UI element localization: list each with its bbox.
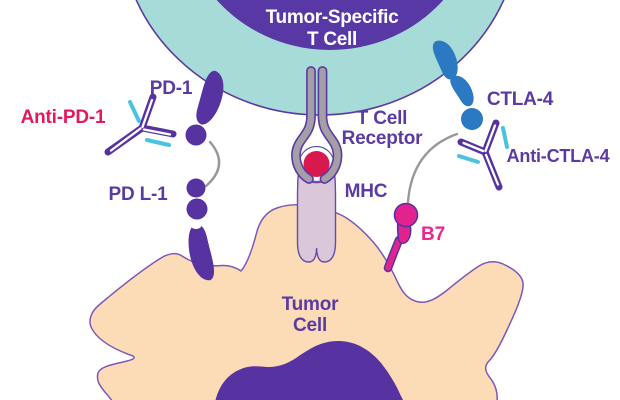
pdl1-ligand-icon <box>181 178 220 284</box>
anti-ctla4-antibody-icon <box>457 119 509 191</box>
ctla4-receptor-icon <box>427 36 483 130</box>
interaction-arc-right <box>406 132 459 204</box>
ctla4-label: CTLA-4 <box>486 89 554 110</box>
pdl1-label: PD L-1 <box>108 184 168 205</box>
tumor-cell-nucleus <box>215 340 403 400</box>
t-cell-title: Tumor-Specific T Cell <box>266 7 399 51</box>
tcr-label: T Cell Receptor <box>342 109 423 149</box>
anti-ctla4-label: Anti-CTLA-4 <box>506 146 610 166</box>
pd1-label: PD-1 <box>149 78 193 99</box>
t-cell-title-line2: T Cell <box>307 29 357 50</box>
t-cell-title-line1: Tumor-Specific <box>265 7 399 28</box>
tumor-cell-label-line2: Cell <box>292 315 328 336</box>
tcr-label-line1: T Cell <box>356 108 408 129</box>
b7-label: B7 <box>421 224 445 245</box>
tumor-cell-label-line1: Tumor <box>281 294 339 315</box>
mhc-icon <box>296 145 337 263</box>
tumor-cell-label: Tumor Cell <box>282 294 339 336</box>
tcr-icon <box>291 66 343 184</box>
interaction-arc-left <box>204 140 221 188</box>
t-cell-nucleus <box>216 0 444 50</box>
t-cell-body <box>135 0 505 116</box>
anti-pd1-antibody-icon <box>104 93 177 156</box>
b7-ligand-icon <box>383 202 419 273</box>
tcr-label-line2: Receptor <box>341 128 423 149</box>
pd1-receptor-icon <box>185 68 228 146</box>
anti-pd1-label: Anti-PD-1 <box>20 107 106 128</box>
antigen-icon <box>303 151 330 177</box>
mhc-label: MHC <box>344 181 388 202</box>
